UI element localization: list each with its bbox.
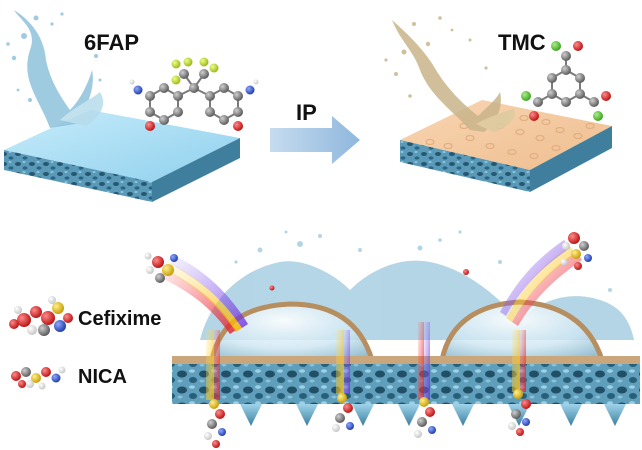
cefixime-legend-molecule: [9, 296, 73, 336]
small-atom-fragment-2: [269, 285, 275, 291]
bottom-solute-molecules: [144, 232, 592, 448]
right-membrane-front-support: [400, 140, 530, 192]
support-spikes: [240, 404, 626, 426]
ip-process-arrow: [270, 116, 360, 164]
porous-support-layer: [172, 364, 640, 404]
small-atom-fragment: [463, 269, 469, 275]
molecule-bottom-2: [332, 393, 354, 432]
nica-legend-molecule: [11, 366, 66, 390]
left-membrane-side-support: [152, 138, 240, 202]
molecule-top-left: [144, 252, 178, 283]
right-water-splash: [384, 16, 515, 132]
molecule-bottom-3: [414, 397, 436, 438]
molecule-bottom-1: [204, 399, 226, 448]
cefixime-label: Cefixime: [78, 308, 162, 330]
right-membrane: [400, 100, 612, 192]
right-membrane-side-support: [530, 126, 612, 192]
bottom-membrane-scene: [144, 230, 640, 448]
left-dome: [212, 304, 372, 360]
right-membrane-texture: [425, 114, 595, 160]
solute-trajectory-rays: [158, 240, 582, 400]
left-membrane-top: [4, 110, 240, 182]
6fap-label: 6FAP: [84, 30, 140, 55]
polyamide-selective-layer: [172, 356, 640, 364]
right-membrane-top: [400, 100, 612, 170]
left-membrane: [4, 110, 240, 202]
molecule-top-right: [560, 232, 592, 270]
left-membrane-front-support: [4, 150, 152, 202]
left-water-splash: [6, 10, 104, 128]
molecule-bottom-4: [508, 389, 531, 436]
tmc-label: TMC: [498, 30, 546, 55]
left-dome-film: [209, 301, 375, 361]
ip-label: IP: [296, 100, 317, 125]
nica-label: NICA: [78, 366, 127, 388]
6fap-molecule: [129, 57, 259, 131]
tmc-molecule: [521, 41, 611, 121]
